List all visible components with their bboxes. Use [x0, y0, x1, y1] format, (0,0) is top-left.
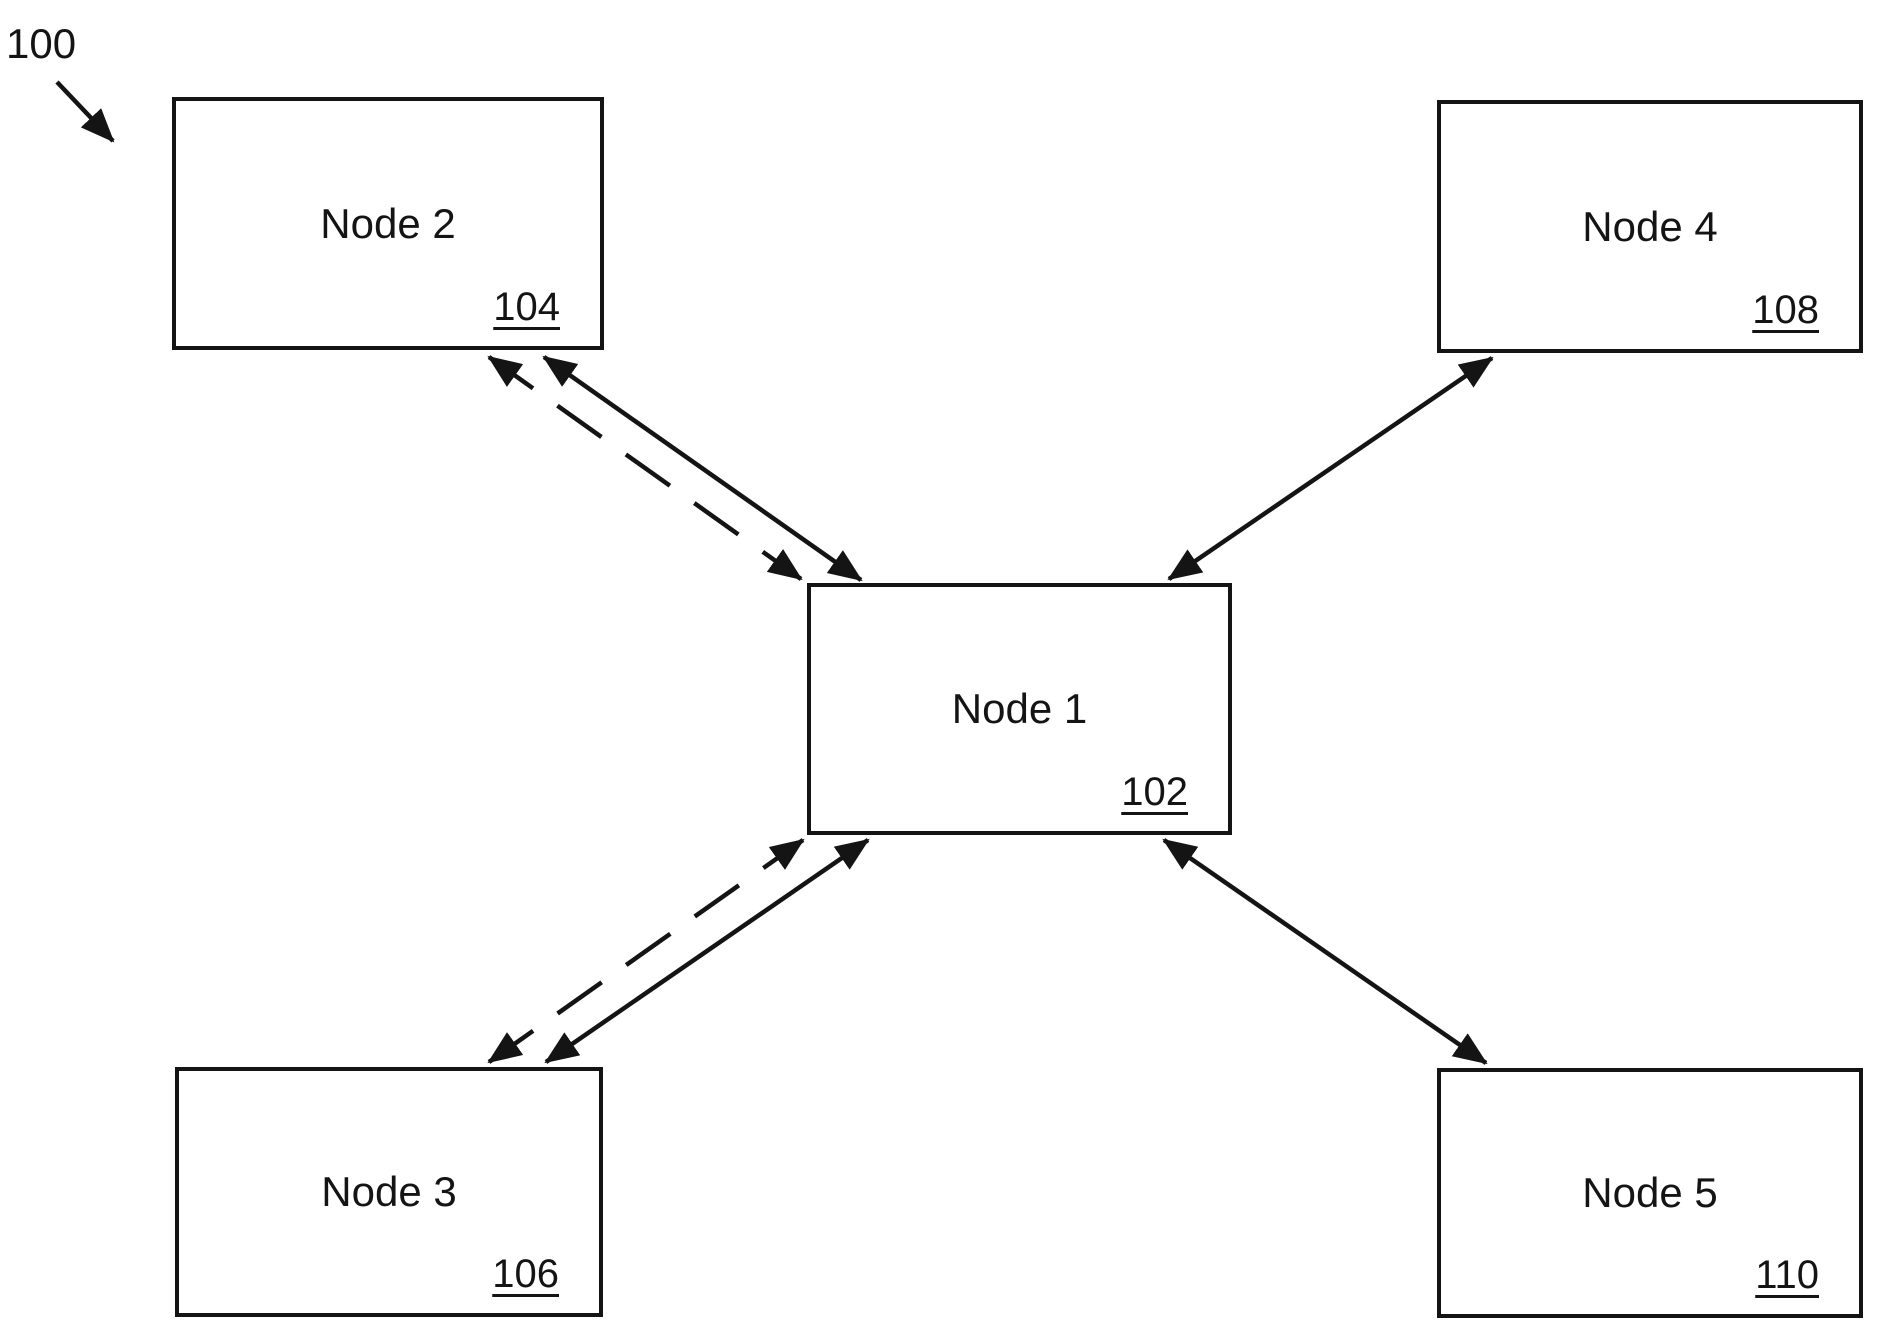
edge-node2-node1-dashed: [487, 355, 803, 581]
node1-ref: 102: [1121, 770, 1188, 814]
edge-node1-node4-solid: [1167, 356, 1494, 581]
edge-node3-node1-dashed: [487, 838, 805, 1064]
edge-node2-node1-solid: [542, 355, 863, 582]
edge-node3-node1-solid: [544, 838, 870, 1064]
node-box-node2: Node 2 104: [172, 97, 604, 350]
figure-reference-label: 100: [6, 20, 77, 67]
node-box-node1: Node 1 102: [807, 583, 1232, 835]
node3-ref: 106: [492, 1252, 559, 1296]
node-box-node4: Node 4 108: [1437, 100, 1863, 353]
node4-label: Node 4: [1582, 202, 1718, 250]
node2-label: Node 2: [320, 199, 456, 247]
node5-label: Node 5: [1582, 1169, 1718, 1216]
node5-ref: 110: [1755, 1253, 1819, 1297]
node2-ref: 104: [493, 285, 560, 329]
node1-label: Node 1: [951, 685, 1088, 732]
node3-label: Node 3: [321, 1168, 457, 1215]
edge-node1-node5-solid: [1162, 838, 1488, 1065]
node-box-node5: Node 5 110: [1437, 1068, 1863, 1318]
node-box-node3: Node 3 106: [175, 1067, 603, 1317]
figure-reference-arrow-icon: [55, 80, 115, 143]
node4-ref: 108: [1752, 288, 1819, 332]
